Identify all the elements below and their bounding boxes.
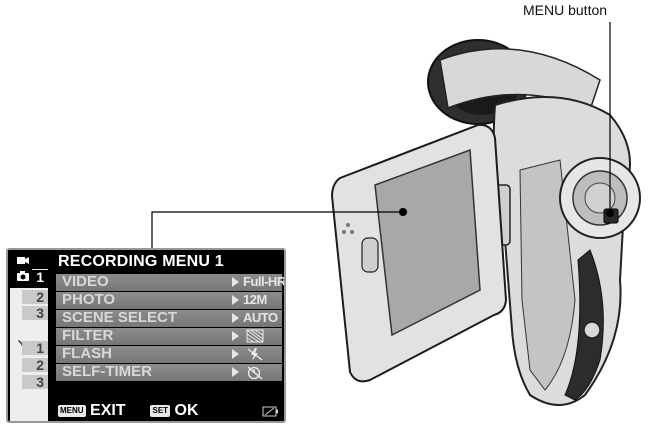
arrow-right-icon <box>232 295 239 305</box>
menu-item-self-timer[interactable]: SELF-TIMER <box>56 363 282 381</box>
recording-tab-1[interactable]: 1 <box>32 269 48 285</box>
arrow-right-icon <box>232 277 239 287</box>
flash-off-icon <box>247 348 263 361</box>
menu-item-label: PHOTO <box>62 291 116 308</box>
menu-button-label: MENU button <box>523 2 608 18</box>
menu-item-label: FILTER <box>62 327 114 344</box>
menu-item-flash[interactable]: FLASH <box>56 345 282 363</box>
battery-icon <box>262 406 278 417</box>
recording-tab-3[interactable]: 3 <box>22 305 48 321</box>
lens-barrel <box>427 39 601 125</box>
menu-item-label: VIDEO <box>62 273 109 290</box>
menu-item-value: AUTO <box>243 310 278 325</box>
grip-strap <box>564 249 604 401</box>
menu-title: RECORDING MENU 1 <box>58 253 224 270</box>
setup-tab-3[interactable]: 3 <box>22 374 48 390</box>
video-camera-icon <box>17 257 29 264</box>
menu-item-scene-select[interactable]: SCENE SELECT AUTO <box>56 309 282 327</box>
recording-menu-screen: 1 2 3 1 2 3 RECORDING MENU 1 VIDEO Full-… <box>6 248 286 423</box>
setup-tab-2[interactable]: 2 <box>22 357 48 373</box>
menu-item-video[interactable]: VIDEO Full-HR <box>56 273 284 291</box>
menu-item-filter[interactable]: FILTER <box>56 327 282 345</box>
leader-line-screen <box>151 207 408 250</box>
set-key-chip: SET <box>150 405 171 417</box>
menu-item-label: FLASH <box>62 345 112 362</box>
exit-label[interactable]: EXIT <box>90 402 126 419</box>
menu-list: VIDEO Full-HR PHOTO 12M SCENE SELECT AUT… <box>56 273 284 382</box>
photo-camera-icon <box>17 271 29 281</box>
menu-item-photo[interactable]: PHOTO 12M <box>56 291 282 309</box>
arrow-right-icon <box>232 367 239 377</box>
recording-tab-2[interactable]: 2 <box>22 289 48 305</box>
menu-item-label: SCENE SELECT <box>62 309 178 326</box>
arrow-right-icon <box>232 313 239 323</box>
menu-item-label: SELF-TIMER <box>62 363 152 380</box>
menu-footer: MENU EXIT SET OK <box>58 402 284 420</box>
arrow-right-icon <box>232 331 239 341</box>
menu-item-value: 12M <box>243 292 267 307</box>
filter-icon <box>246 329 264 343</box>
lcd-panel <box>330 123 508 383</box>
leader-line-menu-button <box>605 22 615 218</box>
menu-key-chip: MENU <box>58 405 86 417</box>
menu-tabs: 1 2 3 1 2 3 <box>10 252 48 421</box>
self-timer-off-icon <box>247 366 263 380</box>
arrow-right-icon <box>232 349 239 359</box>
setup-tab-1[interactable]: 1 <box>22 340 48 356</box>
camera-body-shade <box>519 159 576 391</box>
control-dial <box>559 157 641 339</box>
menu-item-value: Full-HR <box>243 274 286 289</box>
ok-label[interactable]: OK <box>174 402 199 419</box>
